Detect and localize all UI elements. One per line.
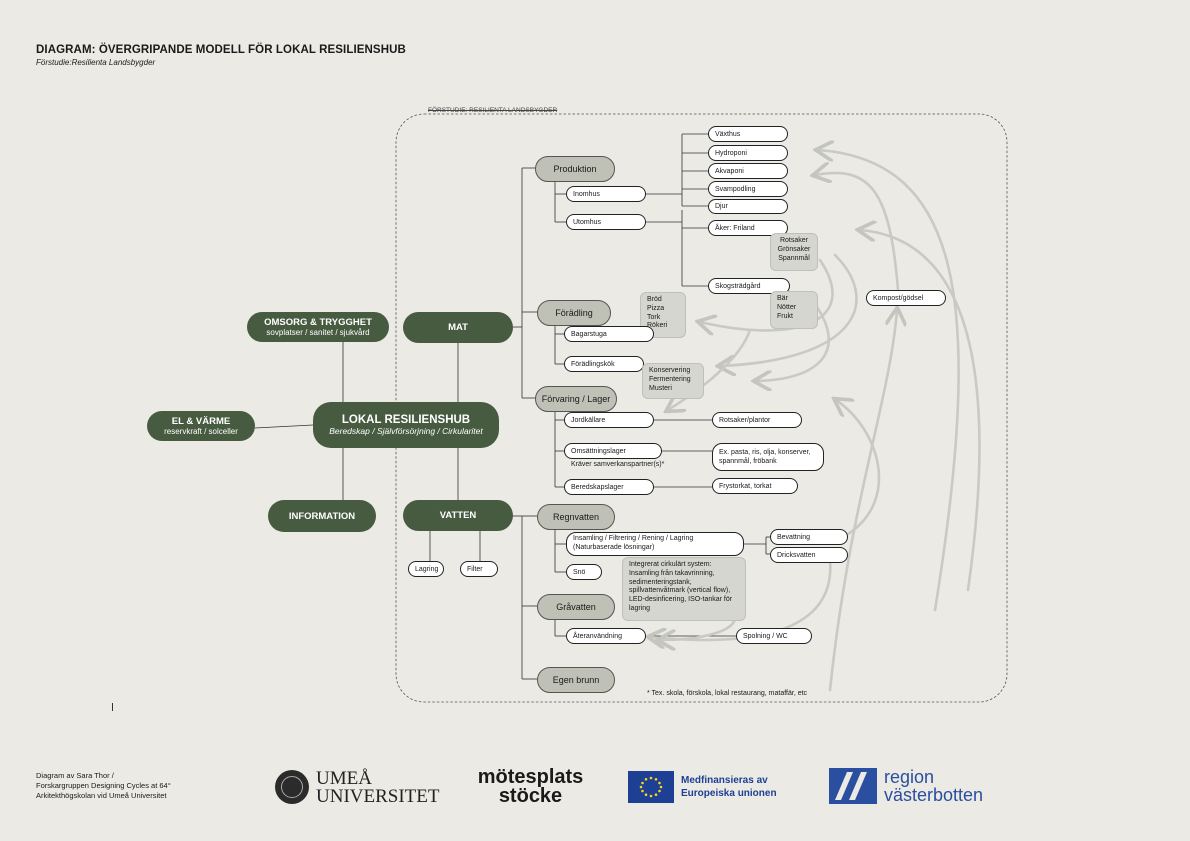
region-logo-line: västerbotten: [884, 785, 984, 805]
note-brod-line: Bröd: [647, 296, 662, 303]
node-hydroponi: Hydroponi: [708, 145, 788, 161]
note-integrerat: Integrerat cirkulärt system: Insamling f…: [622, 557, 746, 621]
category-produktion: Produktion: [535, 156, 615, 182]
motesplats-logo-line: stöcke: [498, 785, 563, 807]
note-konservering-line: Musteri: [649, 384, 672, 392]
node-kompost: Kompost/gödsel: [866, 290, 946, 306]
hub-mat: MAT: [403, 312, 513, 343]
node-utomhus: Utomhus: [566, 214, 646, 230]
note-konservering-line: Konservering: [649, 367, 691, 374]
hub-main-subtitle: Beredskap / Självförsörjning / Cirkulari…: [329, 426, 483, 436]
note-konservering: Konservering Fermentering Musteri: [642, 363, 704, 399]
note-brod-line: Rökeri: [647, 322, 668, 330]
note-bar-line: Frukt: [777, 312, 793, 320]
region-label: FÖRSTUDIE: RESILIENTA LANDSBYGDER: [428, 107, 558, 114]
category-regnvatten: Regnvatten: [537, 504, 615, 530]
umea-logo-line: UMEÅ: [316, 768, 372, 789]
footer-credit-line: Diagram av Sara Thor /: [36, 771, 114, 780]
node-svampodling: Svampodling: [708, 181, 788, 197]
eu-logo-text: Medfinansieras av Europeiska unionen: [681, 774, 777, 800]
node-beredskapslager: Beredskapslager: [564, 479, 654, 495]
category-gravatten: Gråvatten: [537, 594, 615, 620]
node-filter: Filter: [460, 561, 498, 577]
note-konservering-line: Fermentering: [649, 375, 691, 383]
footer-credit-line: Forskargruppen Designing Cycles at 64°: [36, 780, 171, 790]
hub-vatten-title: VATTEN: [439, 510, 477, 521]
footnote: * Tex. skola, förskola, lokal restaurang…: [647, 690, 808, 697]
node-djur: Djur: [708, 199, 788, 214]
node-bagarstuga: Bagarstuga: [564, 326, 654, 342]
node-skogstradgard: Skogsträdgård: [708, 278, 790, 294]
note-bar-line: Bär: [777, 295, 788, 302]
node-jordkallare: Jordkällare: [564, 412, 654, 428]
region-logo-line: region: [884, 767, 935, 787]
hub-main-title: LOKAL RESILIENSHUB: [341, 414, 471, 426]
note-rotsaker-line: Spannmål: [778, 254, 810, 262]
node-rotsaker-plantor: Rotsaker/plantor: [712, 412, 802, 428]
footer-credit-line: Arkitekthögskolan vid Umeå Universitet: [36, 790, 167, 800]
umea-logo: UMEÅ UNIVERSITET: [316, 768, 440, 807]
hub-el-title: EL & VÄRME: [171, 416, 231, 427]
hub-omsorg: OMSORG & TRYGGHET sovplatser / sanitet /…: [247, 312, 389, 342]
node-lagring: Lagring: [408, 561, 444, 577]
hub-main: LOKAL RESILIENSHUB Beredskap / Självförs…: [313, 402, 499, 448]
node-insamling: Insamling / Filtrering / Rening / Lagrin…: [566, 532, 744, 556]
umea-seal-icon: [275, 770, 309, 804]
hub-el-varme: EL & VÄRME reservkraft / solceller: [147, 411, 255, 441]
node-dricksvatten: Dricksvatten: [770, 547, 848, 563]
node-aker: Åker: Friland: [708, 220, 788, 236]
node-vaxthus: Växthus: [708, 126, 788, 142]
note-rotsaker: Rotsaker Grönsaker Spannmål: [770, 233, 818, 271]
note-rotsaker-line: Rotsaker: [779, 237, 808, 244]
node-spolning: Spolning / WC: [736, 628, 812, 644]
category-egen-brunn: Egen brunn: [537, 667, 615, 693]
category-foradling: Förädling: [537, 300, 611, 326]
note-brod-line: Pizza: [647, 304, 665, 312]
hub-vatten: VATTEN: [403, 500, 513, 531]
node-akvaponi: Akvaponi: [708, 163, 788, 179]
node-sno: Snö: [566, 564, 602, 580]
region-vasterbotten-icon: [829, 768, 877, 804]
footer-credit: Diagram av Sara Thor / Forskargruppen De…: [36, 771, 171, 800]
node-inomhus: Inomhus: [566, 186, 646, 202]
page-title: DIAGRAM: ÖVERGRIPANDE MODELL FÖR LOKAL R…: [36, 44, 406, 56]
page-subtitle: Förstudie:Resilienta Landsbygder: [36, 58, 156, 67]
node-bevattning: Bevattning: [770, 529, 848, 545]
note-brod-line: Tork: [647, 313, 661, 321]
hub-information-title: INFORMATION: [288, 510, 356, 522]
note-bar-line: Nötter: [777, 303, 797, 311]
note-bar: Bär Nötter Frukt: [770, 291, 818, 329]
hub-mat-title: MAT: [448, 322, 468, 333]
motesplats-logo-line: mötesplats: [477, 766, 584, 788]
eu-logo-line: Medfinansieras av: [681, 775, 768, 786]
node-frystorkat: Frystorkat, torkat: [712, 478, 798, 494]
region-vasterbotten-logo: region västerbotten: [884, 768, 983, 804]
hub-el-subtitle: reservkraft / solceller: [164, 427, 238, 436]
eu-logo-line: Europeiska unionen: [681, 788, 777, 799]
umea-logo-line: UNIVERSITET: [316, 786, 440, 807]
category-forvaring: Förvaring / Lager: [535, 386, 617, 412]
node-foradlingskok: Förädlingskök: [564, 356, 644, 372]
note-rotsaker-line: Grönsaker: [777, 245, 811, 253]
hub-omsorg-subtitle: sovplatser / sanitet / sjukvård: [266, 328, 370, 337]
motesplats-logo: mötesplats stöcke: [473, 766, 588, 807]
node-ex-pasta: Ex. pasta, ris, olja, konserver, spannmå…: [712, 443, 824, 471]
omsattningslager-note: Kräver samverkanspartner(s)*: [571, 461, 665, 468]
node-ateranvandning: Återanvändning: [566, 628, 646, 644]
node-omsattningslager: Omsättningslager: [564, 443, 662, 459]
tick-mark: [112, 703, 113, 711]
eu-flag-icon: [628, 771, 674, 803]
hub-information: INFORMATION: [268, 500, 376, 532]
hub-omsorg-title: OMSORG & TRYGGHET: [264, 317, 372, 328]
